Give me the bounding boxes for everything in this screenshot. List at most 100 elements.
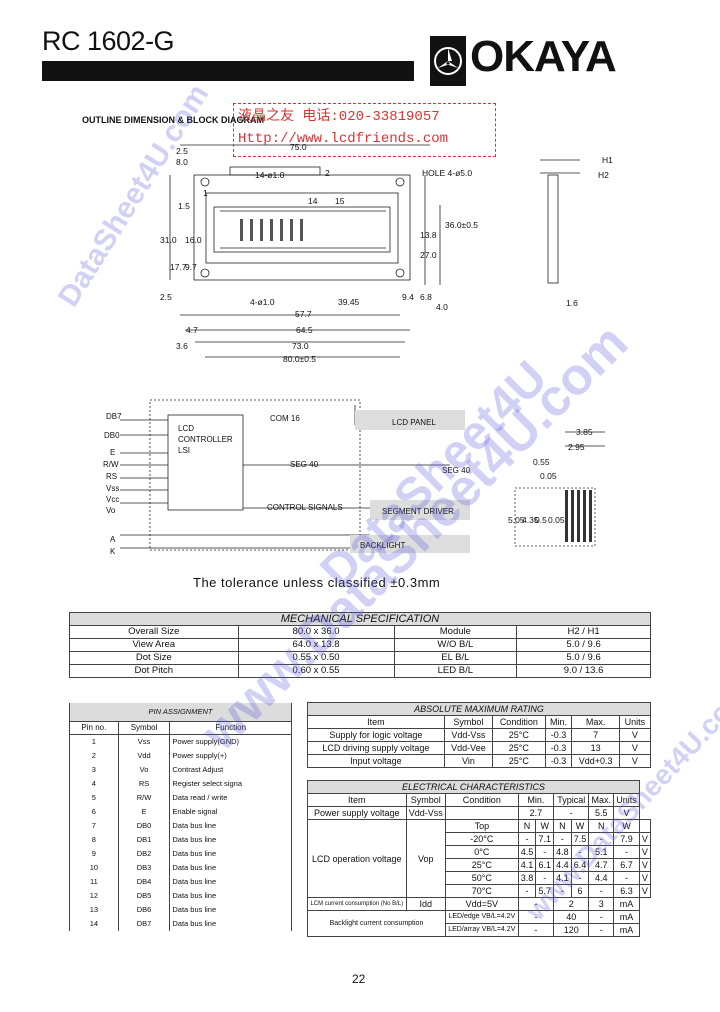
pin-cell: 6 [69,805,119,819]
pin-cell: DB7 [117,917,171,931]
dot-dim: 0.05 [540,471,557,481]
pin-label: RS [106,472,118,481]
pin-label: K [110,547,116,556]
mech-cell: 9.0 / 13.6 [516,664,651,678]
pin-cell: 2 [69,749,119,763]
elec-cell: - [613,845,640,859]
dim-label: 4-ø1.0 [250,297,275,307]
pin-cell: Data read / write [169,791,292,805]
dim-label: 15 [335,196,345,206]
pin-cell: DB4 [117,875,171,889]
dot-dim: 0.5 [535,515,547,525]
dim-label: 31.0 [160,235,177,245]
dot-dim: 4.35 [522,515,539,525]
elec-cell: - [535,845,555,859]
elec-cell: Top [444,819,519,833]
elec-cell: 2.7 [517,806,555,820]
absmax-header: Min. [544,715,573,729]
pin-cell: 1 [69,734,119,749]
elec-cell: - [588,910,615,924]
dim-label: 73.0 [292,341,309,351]
dot-dim: 3.85 [576,427,593,437]
pin-cell: RS [117,777,171,791]
pin-cell: 13 [69,903,119,917]
absmax-header: Max. [571,715,620,729]
elec-cell [444,806,519,820]
pin-cell: Power supply(GND) [169,734,292,749]
pin-cell: Contrast Adjust [169,763,292,777]
pin-cell: E [117,805,171,819]
pin-cell: 14 [69,917,119,931]
elec-cell: 0°C [444,845,519,859]
dim-label: 39.45 [338,297,360,307]
absmax-cell: Vdd-Vee [443,741,494,755]
elec-header: Typical [553,793,590,807]
elec-cell: V [638,845,652,859]
dim-label: 80.0±0.5 [283,354,317,364]
title-underline-bar [42,61,414,81]
pin-label: DB7 [106,412,122,421]
absmax-cell: Input voltage [307,754,445,768]
elec-header: Symbol [405,793,446,807]
tolerance-note: The tolerance unless classified ±0.3mm [193,575,441,590]
mech-cell: W/O B/L [393,638,518,652]
absmax-cell: 25°C [492,741,546,755]
absmax-cell: Supply for logic voltage [307,728,445,742]
dim-label: 4.0 [436,302,448,312]
elec-cell: - [588,923,615,937]
elec-cell: 70°C [444,884,519,898]
absmax-cell: 25°C [492,754,546,768]
dim-label: 57.7 [295,309,312,319]
dot-dim: 0.55 [533,457,550,467]
pin-assignment-title: PIN ASSIGNMENT [69,703,292,722]
absmax-header: Symbol [443,715,494,729]
mech-cell: Dot Pitch [69,664,239,678]
elec-cell: 3.8 [517,871,537,885]
absmax-cell: Vdd+0.3 [571,754,620,768]
pin-cell: Enable signal [169,805,292,819]
mech-cell: 0.60 x 0.55 [237,664,395,678]
pin-label: R/W [103,460,119,469]
elec-cell: Vdd-Vss [405,806,446,820]
elec-cell: 4.1 [553,871,572,885]
absmax-title: ABSOLUTE MAXIMUM RATING [307,702,651,716]
absmax-cell: V [618,728,652,742]
seg-label: SEG 40 [290,460,319,469]
elec-cell: 6.7 [613,858,640,872]
pin-cell: Data bus line [169,847,292,861]
elec-cell: V [638,832,652,846]
elec-cell: 40 [553,910,590,924]
pin-cell: 3 [69,763,119,777]
pin-cell: Data bus line [169,875,292,889]
pin-cell: Vdd [117,749,171,763]
elec-cell: 4.5 [517,845,537,859]
controller-label: LSI [178,446,191,455]
elec-cell: 6.3 [613,884,640,898]
dim-label: 6.8 [420,292,432,302]
dim-label: 9.4 [402,292,414,302]
dim-label: 17.7 [170,262,187,272]
segment-driver-label: SEGMENT DRIVER [382,507,454,516]
pin-cell: DB0 [117,819,171,833]
elec-cell: W [535,819,555,833]
elec-row: LED/array VB/L=4.2V-120-mA [308,923,651,937]
absmax-cell: V [618,741,652,755]
elec-cell: - [517,923,555,937]
elec-cell: W [570,819,590,833]
elec-cell: -20°C [444,832,519,846]
elec-cell: 25°C [444,858,519,872]
elec-cell: Backlight current consumption [307,910,446,937]
elec-cell: Idd [405,897,446,911]
pin-cell: 11 [69,875,119,889]
brand-logo-text: OKAYA [470,32,617,81]
elec-cell: V [638,871,652,885]
dim-label: 16.0 [185,235,202,245]
